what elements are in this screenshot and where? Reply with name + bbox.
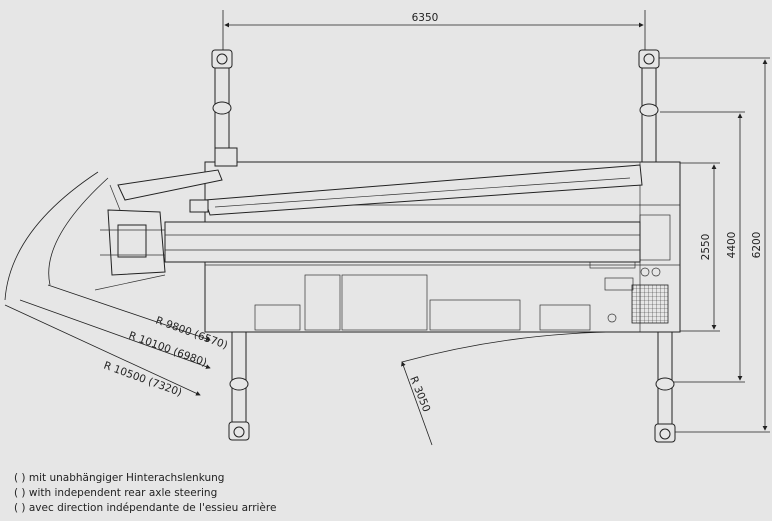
outrigger-front-top <box>211 49 233 161</box>
dimension-4400-label: 4400 <box>726 232 738 259</box>
radius-label-10500: R 10500 (7320) <box>102 360 183 399</box>
dimension-outrigger-span: 6200 <box>655 57 770 433</box>
outrigger-rear-bottom <box>654 331 676 443</box>
dimension-overall-length: 6350 <box>222 10 646 55</box>
dimension-6200-label: 6200 <box>751 232 763 259</box>
legend-line-en: ( ) with independent rear axle steering <box>14 487 218 499</box>
telescopic-boom <box>117 147 643 263</box>
dimension-track-width: 4400 <box>660 111 745 383</box>
legend-line-fr: ( ) avec direction indépendante de l'ess… <box>14 502 277 514</box>
dimension-6350-label: 6350 <box>412 12 439 24</box>
radius-label-3050: R 3050 <box>407 375 432 414</box>
outrigger-front-bottom <box>228 319 250 441</box>
legend-line-de: ( ) mit unabhängiger Hinterachslenkung <box>14 472 225 484</box>
dimension-body-width: 2550 <box>680 162 720 332</box>
boom-head <box>94 184 166 291</box>
outrigger-rear-top <box>638 49 660 164</box>
dimension-2550-label: 2550 <box>700 234 712 261</box>
